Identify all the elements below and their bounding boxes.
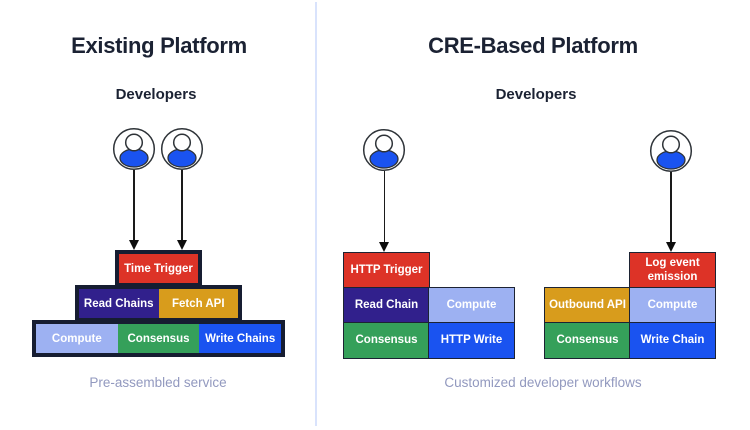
cell-log-event-emission: Log event emission — [629, 252, 716, 289]
cell-http-trigger: HTTP Trigger — [343, 252, 430, 289]
existing-platform-developers-label: Developers — [115, 86, 197, 103]
block-read-chains: Read Chains — [79, 289, 159, 318]
workflow-grid-1: HTTP Trigger Read Chain Compute Consensu… — [343, 252, 515, 359]
service-pyramid: Time Trigger Read Chains Fetch API Compu… — [32, 250, 285, 357]
workflow-grid-2: Log event emission Outbound API Compute … — [544, 252, 716, 359]
cell-consensus: Consensus — [544, 322, 631, 359]
arrow-head-icon — [176, 240, 187, 250]
developer-icon — [362, 128, 406, 172]
pyramid-tier-3: Compute Consensus Write Chains — [32, 320, 285, 357]
cell-outbound-api: Outbound API — [544, 287, 631, 324]
developer-icon — [160, 127, 204, 171]
cell-compute: Compute — [428, 287, 515, 324]
block-write-chains: Write Chains — [199, 324, 282, 353]
arrow-head-icon — [379, 242, 389, 252]
block-compute: Compute — [36, 324, 118, 353]
cell-read-chain: Read Chain — [343, 287, 430, 324]
developer-icon — [112, 127, 156, 171]
arrow-connector — [181, 170, 183, 241]
cre-platform-title: CRE-Based Platform — [428, 33, 638, 58]
cell-compute: Compute — [629, 287, 716, 324]
arrow-head-icon — [665, 242, 676, 252]
block-consensus: Consensus — [117, 324, 200, 353]
panel-divider — [315, 2, 317, 426]
cre-platform-developers-label: Developers — [495, 86, 577, 103]
arrow-connector — [670, 172, 672, 243]
pyramid-tier-2: Read Chains Fetch API — [75, 285, 242, 322]
cell-http-write: HTTP Write — [428, 322, 515, 359]
arrow-head-icon — [128, 240, 139, 250]
arrow-connector — [383, 171, 386, 243]
developer-icon — [649, 129, 693, 173]
pre-assembled-caption: Pre-assembled service — [89, 375, 227, 390]
pyramid-tier-1: Time Trigger — [115, 250, 202, 287]
block-time-trigger: Time Trigger — [119, 254, 198, 283]
cell-consensus: Consensus — [343, 322, 430, 359]
cell-write-chain: Write Chain — [629, 322, 716, 359]
customized-workflows-caption: Customized developer workflows — [444, 375, 642, 390]
arrow-connector — [133, 170, 135, 241]
block-fetch-api: Fetch API — [158, 289, 238, 318]
existing-platform-title: Existing Platform — [71, 33, 247, 58]
